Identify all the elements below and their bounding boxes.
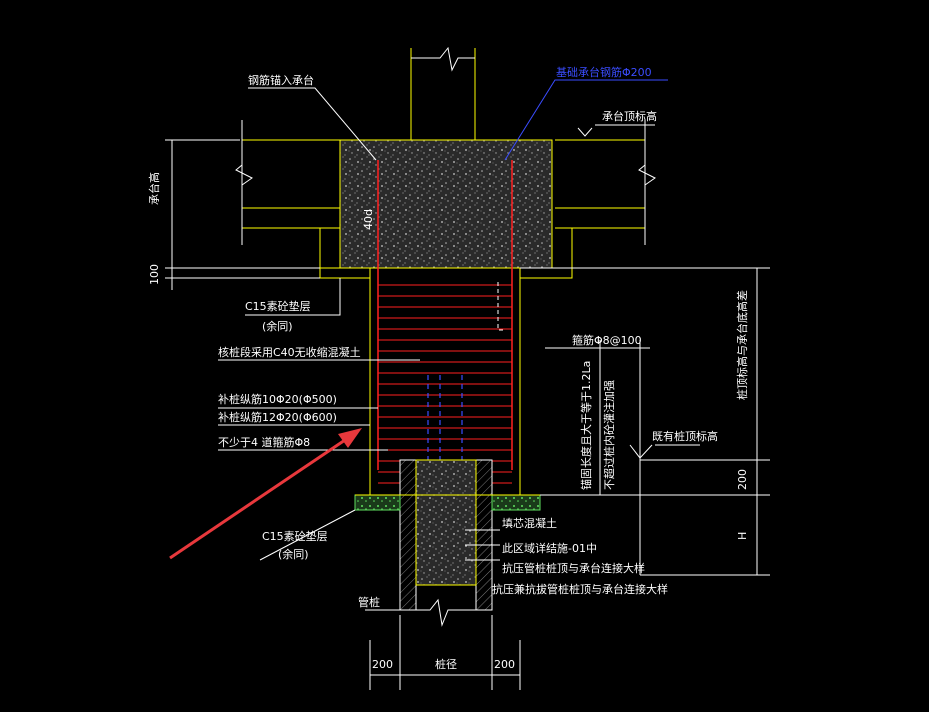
stirrup-label: 箍筋Φ8@100 [572, 333, 642, 347]
core-concrete-label: 核桩段采用C40无收缩混凝土 [218, 345, 361, 359]
column-stub [410, 46, 476, 140]
anchor-rebars [377, 160, 513, 470]
rebar-anchor-label: 钢筋锚入承台 [248, 73, 314, 87]
infill-concrete-label: 填芯混凝土 [502, 516, 557, 530]
leader-lines [218, 87, 700, 611]
spiral-note-label: 不少于4 道箍筋Φ8 [218, 435, 310, 449]
cap-bottom-rebar-label: 基础承台钢筋Φ200 [556, 65, 652, 79]
cap-top-elev-marker [577, 127, 593, 137]
c15-cushion-top-label: C15素砼垫层 [245, 299, 311, 313]
anchor-len-a-label: 锚固长度且大于等于1.2La [579, 361, 593, 490]
long-bar-600-label: 补桩纵筋12Φ20(Φ600) [218, 410, 337, 424]
same-note-bottom-label: (余同) [278, 547, 309, 561]
pile-note-1-label: 此区域详结施-01中 [502, 541, 597, 555]
dim-100-label: 100 [148, 264, 161, 285]
red-arrow-annotation [169, 428, 362, 560]
cap-top-elev-label: 承台顶标高 [602, 109, 657, 123]
left-dimension [165, 139, 320, 290]
dim-200-left-label: 200 [372, 658, 393, 671]
bottom-cushion-right [491, 494, 541, 511]
c15-cushion-bottom-label: C15素砼垫层 [262, 529, 328, 543]
same-note-top-label: (余同) [262, 319, 293, 333]
anchor-len-b-label: 不超过桩内砼灌注加强 [602, 380, 616, 490]
pile-dia-label: 桩径 [435, 657, 457, 671]
core-zone [369, 268, 521, 495]
ground-beams [235, 120, 656, 245]
blue-leader [504, 79, 668, 161]
pipe-pile-label: 管桩 [358, 595, 380, 609]
pile-top-diff-label: 桩顶标高与承台底高差 [735, 290, 749, 400]
bottom-dimension [369, 615, 521, 690]
pile-cap [339, 139, 553, 269]
right-dimension [520, 267, 770, 576]
dim-200-bottom-right-label: 200 [494, 658, 515, 671]
cap-height-label: 承台高 [147, 172, 161, 205]
anchor-40d-label: 40d [362, 209, 375, 230]
pipe-pile [399, 459, 493, 627]
pile-note-2-label: 抗压管桩桩顶与承台连接大样 [502, 561, 645, 575]
exist-pile-top-label: 既有桩顶标高 [652, 429, 718, 443]
bottom-cushion-left [354, 494, 401, 511]
dim-200-right-label: 200 [736, 469, 749, 490]
stirrups [378, 282, 512, 484]
pile-note-3-label: 抗压兼抗拔管桩桩顶与承台连接大样 [492, 582, 668, 596]
dim-H-label: H [736, 532, 749, 540]
long-bar-500-label: 补桩纵筋10Φ20(Φ500) [218, 392, 337, 406]
